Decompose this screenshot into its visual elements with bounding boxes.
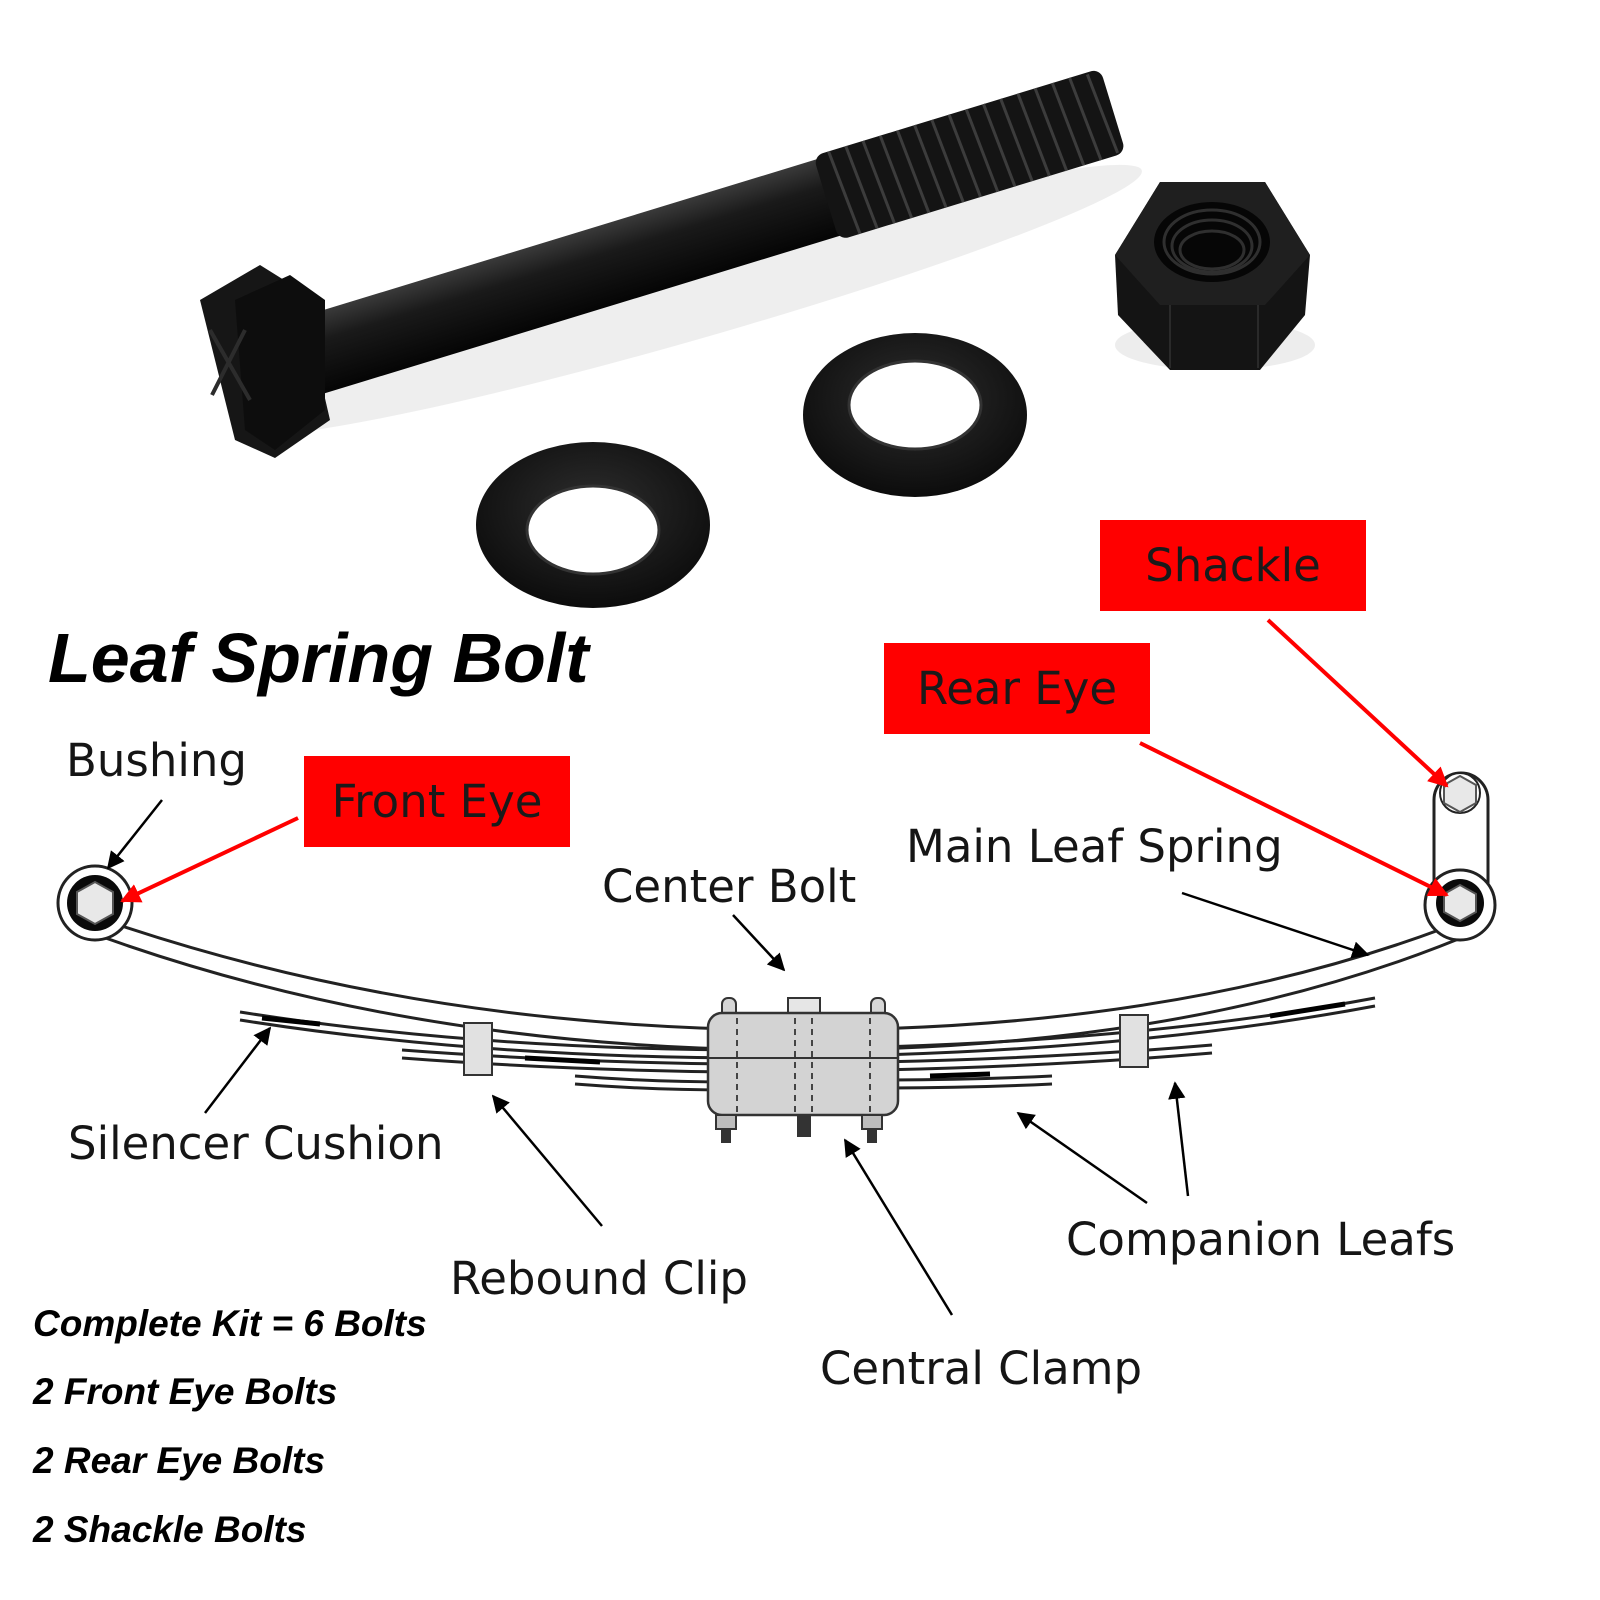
center-bolt-label: Center Bolt bbox=[602, 860, 857, 913]
front-eye-callout: Front Eye bbox=[304, 756, 570, 847]
main-leaf-spring-label: Main Leaf Spring bbox=[906, 820, 1283, 873]
rebound-clip bbox=[1119, 1014, 1149, 1068]
kit-summary: Complete Kit = 6 Bolts bbox=[33, 1303, 427, 1344]
kit-item-front-eye: 2 Front Eye Bolts bbox=[33, 1371, 338, 1412]
rear-eye-callout: Rear Eye bbox=[884, 643, 1150, 734]
rebound-clip bbox=[463, 1022, 493, 1076]
hex-bolt-icon bbox=[200, 70, 1142, 458]
hex-nut-icon bbox=[1115, 182, 1315, 370]
companion-leafs-label: Companion Leafs bbox=[1066, 1213, 1456, 1266]
shackle-icon bbox=[1423, 771, 1497, 942]
central-clamp bbox=[706, 997, 900, 1143]
shackle-callout: Shackle bbox=[1100, 520, 1366, 611]
kit-item-rear-eye: 2 Rear Eye Bolts bbox=[33, 1440, 326, 1481]
rebound-clip-label: Rebound Clip bbox=[450, 1252, 748, 1305]
washer-icon bbox=[476, 442, 710, 608]
washer-icon bbox=[803, 333, 1027, 497]
bushing-label: Bushing bbox=[66, 734, 247, 787]
front-eye-bushing bbox=[56, 864, 134, 942]
kit-item-shackle: 2 Shackle Bolts bbox=[33, 1509, 307, 1550]
central-clamp-label: Central Clamp bbox=[820, 1342, 1143, 1395]
page-title: Leaf Spring Bolt bbox=[48, 619, 589, 697]
silencer-cushion-label: Silencer Cushion bbox=[68, 1117, 444, 1170]
